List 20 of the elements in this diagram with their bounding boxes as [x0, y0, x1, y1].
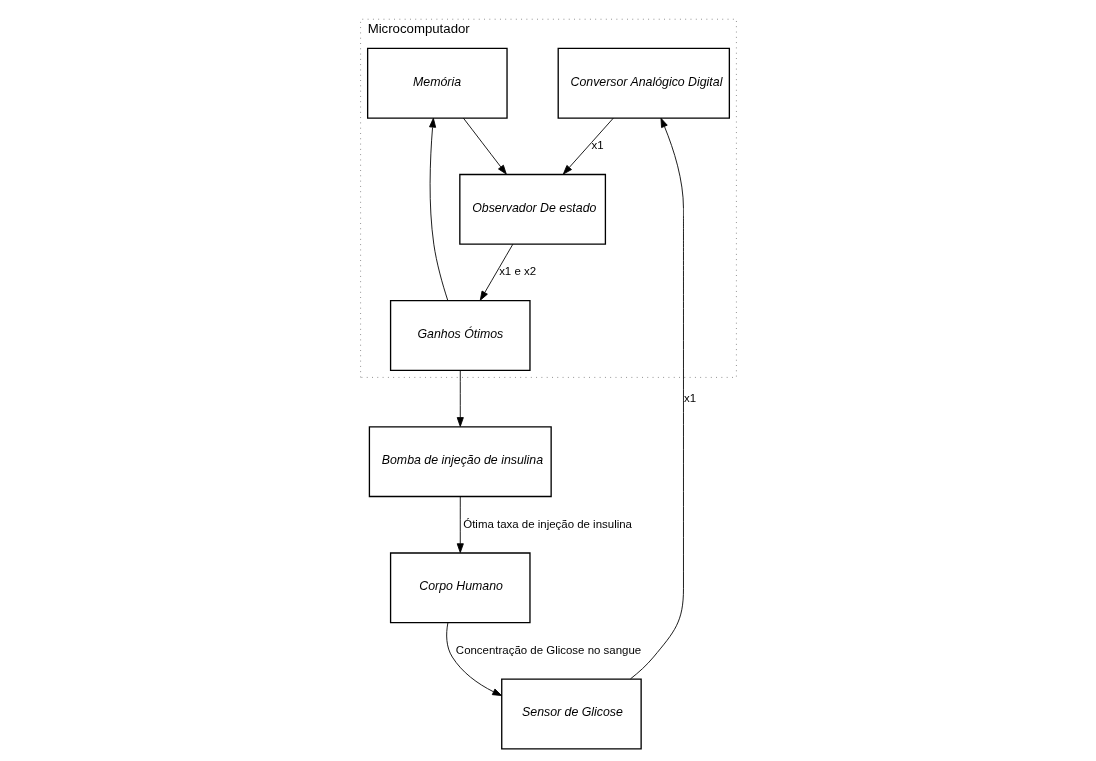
arrow [462, 117, 507, 175]
node-box: Sensor de Glicose [500, 678, 642, 750]
arrow [445, 622, 502, 696]
arrow [562, 117, 614, 175]
edge-label: Ótima taxa de injeção de insulina [462, 517, 632, 530]
edge-label: Concentração de Glicose no sangue [455, 643, 641, 656]
node-box: Memória [366, 47, 508, 119]
arrow [456, 496, 464, 553]
node-box: Observador De estado [458, 173, 606, 245]
node-box: Corpo Humano [389, 552, 531, 624]
arrow [428, 117, 448, 301]
edge-label: x1 e x2 [498, 265, 536, 278]
node-box: Bomba de injeção de insulina [368, 426, 552, 498]
edge-label: x1 [590, 139, 604, 152]
arrow [629, 117, 684, 680]
node-box: Ganhos Ótimos [389, 300, 531, 371]
arrow [456, 369, 464, 427]
arrow [479, 243, 513, 301]
edge-label: x1 [683, 391, 696, 404]
node-box: Conversor Analógico Digital [557, 47, 730, 119]
